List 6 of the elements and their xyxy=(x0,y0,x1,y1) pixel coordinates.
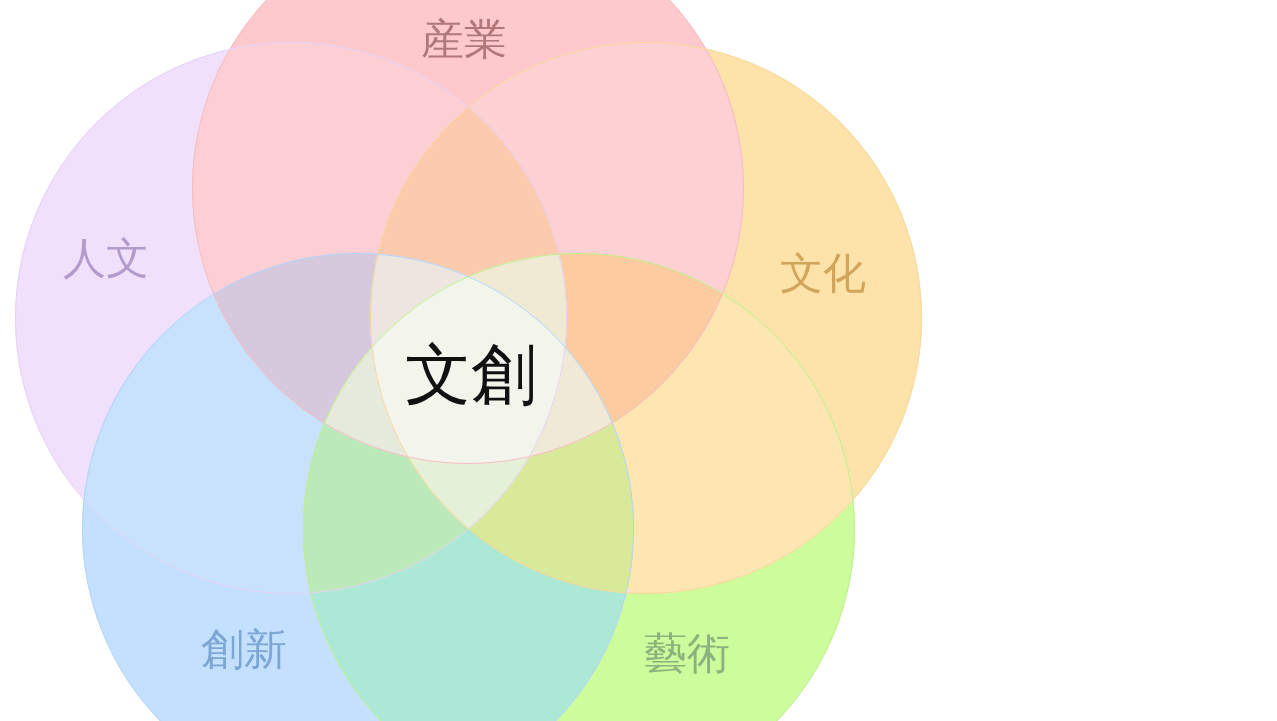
circle-label: 文化 xyxy=(780,251,866,295)
center-label: 文創 xyxy=(405,342,537,408)
circle-label: 藝術 xyxy=(644,631,730,675)
circle-label: 人文 xyxy=(63,236,149,280)
circle-label: 産業 xyxy=(421,17,507,61)
circle-label: 創新 xyxy=(201,627,287,671)
